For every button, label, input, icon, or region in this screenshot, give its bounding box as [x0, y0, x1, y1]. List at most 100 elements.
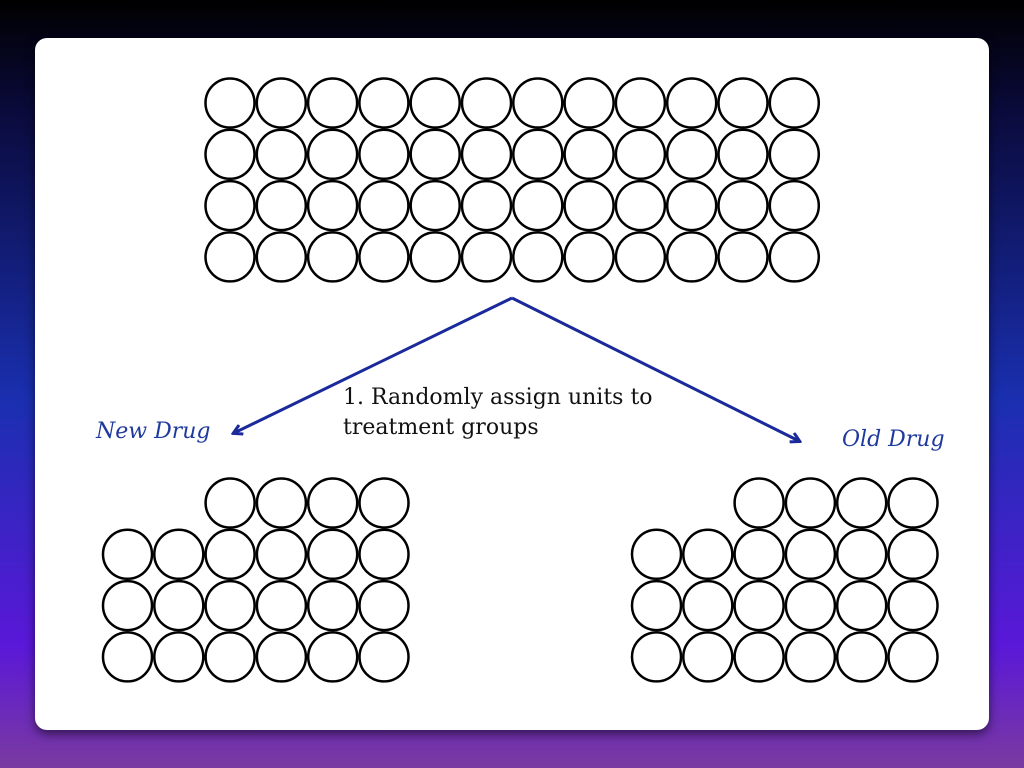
unit-circle	[887, 528, 939, 581]
unit-circle	[733, 528, 785, 581]
unit-circle	[563, 77, 615, 129]
unit-circle	[733, 631, 785, 683]
unit-circle	[358, 528, 410, 581]
unit-circle	[784, 477, 837, 529]
unit-circle	[101, 528, 154, 581]
unit-circle	[460, 179, 513, 232]
unit-circle	[204, 631, 256, 683]
old-drug-group-grid	[630, 477, 939, 683]
unit-circle	[358, 631, 410, 683]
unit-circle	[563, 231, 615, 283]
unit-circle	[101, 631, 154, 683]
unit-circle	[614, 77, 667, 129]
unit-circle	[204, 77, 256, 129]
unit-circle	[101, 579, 154, 632]
unit-circle	[614, 128, 667, 181]
unit-circle	[409, 231, 461, 283]
unit-circle	[153, 579, 205, 632]
unit-circle	[733, 579, 785, 632]
unit-circle	[358, 128, 410, 181]
unit-circle	[768, 179, 821, 232]
unit-circle	[717, 179, 769, 232]
unit-circle	[358, 179, 410, 232]
unit-circle	[204, 128, 256, 181]
unit-circle	[153, 528, 205, 581]
unit-circle	[665, 231, 718, 283]
unit-circle	[409, 77, 461, 129]
arrow-to-old-drug	[511, 296, 799, 441]
unit-circle	[630, 528, 683, 581]
unit-circle	[255, 128, 308, 181]
unit-circle	[563, 128, 615, 181]
unit-circle	[255, 528, 308, 581]
unit-circle	[306, 77, 359, 129]
unit-circle	[614, 179, 667, 232]
unit-circle	[306, 631, 359, 683]
unit-circle	[306, 528, 359, 581]
unit-circle	[358, 77, 410, 129]
unit-circle	[204, 179, 256, 232]
unit-circle	[768, 231, 821, 283]
unit-circle	[835, 528, 888, 581]
unit-circle	[204, 477, 256, 529]
unit-circle	[255, 477, 308, 529]
unit-circle	[306, 477, 359, 529]
unit-circle	[358, 231, 410, 283]
unit-circle	[255, 579, 308, 632]
unit-circle	[204, 528, 256, 581]
randomization-step-label: 1. Randomly assign units to treatment gr…	[343, 385, 653, 440]
arrow-to-new-drug	[234, 296, 513, 433]
unit-circle	[717, 231, 769, 283]
unit-circle	[717, 128, 769, 181]
unit-circle	[358, 477, 410, 529]
unit-circle	[630, 579, 683, 632]
unit-circle	[784, 528, 837, 581]
unit-circle	[665, 77, 718, 129]
unit-circle	[835, 579, 888, 632]
unit-circle	[835, 631, 888, 683]
unit-circle	[255, 231, 308, 283]
unit-circle	[512, 179, 564, 232]
unit-circle	[460, 128, 513, 181]
new-drug-group-grid	[101, 477, 410, 683]
unit-circle	[682, 631, 734, 683]
unit-circle	[255, 179, 308, 232]
unit-circle	[784, 579, 837, 632]
unit-circle	[835, 477, 888, 529]
unit-circle	[768, 128, 821, 181]
unit-circle	[409, 128, 461, 181]
unit-circle	[512, 128, 564, 181]
unit-circle	[460, 231, 513, 283]
unit-circle	[665, 128, 718, 181]
unit-circle	[784, 631, 837, 683]
unit-circle	[409, 179, 461, 232]
new-drug-label: New Drug	[96, 419, 211, 444]
unit-circle	[733, 477, 785, 529]
unit-circle	[306, 179, 359, 232]
unit-circle	[306, 128, 359, 181]
unit-circle	[306, 579, 359, 632]
unit-circle	[665, 179, 718, 232]
unit-circle	[887, 477, 939, 529]
unit-circle	[204, 579, 256, 632]
unit-circle	[682, 579, 734, 632]
unit-circle	[204, 231, 256, 283]
unit-circle	[614, 231, 667, 283]
unit-circle	[887, 631, 939, 683]
unit-circle	[887, 579, 939, 632]
unit-circle	[630, 631, 683, 683]
unit-circle	[255, 77, 308, 129]
unit-circle	[512, 231, 564, 283]
unit-circle	[255, 631, 308, 683]
unit-circle	[717, 77, 769, 129]
unit-circle	[563, 179, 615, 232]
population-grid	[204, 77, 821, 283]
unit-circle	[682, 528, 734, 581]
unit-circle	[768, 77, 821, 129]
unit-circle	[512, 77, 564, 129]
unit-circle	[358, 579, 410, 632]
unit-circle	[460, 77, 513, 129]
old-drug-label: Old Drug	[842, 427, 945, 452]
unit-circle	[306, 231, 359, 283]
